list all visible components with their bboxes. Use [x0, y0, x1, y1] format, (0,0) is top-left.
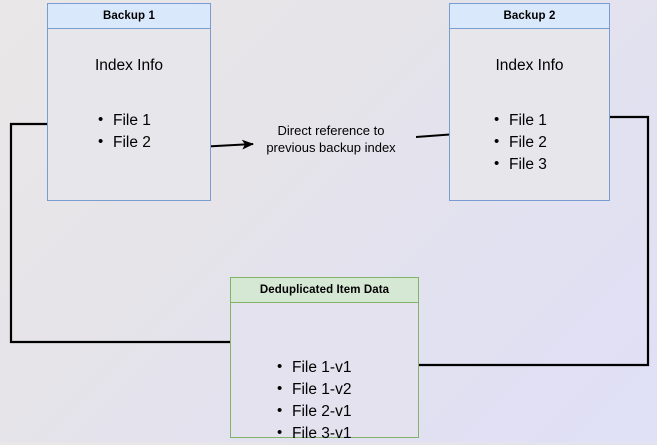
node-backup-1-header: Backup 1: [48, 4, 210, 29]
node-deduplicated-item-data[interactable]: Deduplicated Item Data File 1-v1 File 1-…: [230, 277, 419, 444]
annotation-line-1: Direct reference to: [277, 123, 385, 138]
node-backup-2-index-label: Index Info: [495, 57, 564, 74]
list-item: File 2-v1: [276, 400, 351, 423]
list-item: File 1-v2: [276, 378, 351, 401]
node-backup-2[interactable]: Backup 2 Index Info File 1 File 2 File 3: [449, 3, 610, 201]
node-deduplicated-item-data-body: File 1-v1 File 1-v2 File 2-v1 File 3-v1: [231, 303, 418, 444]
list-item: File 1-v1: [276, 356, 351, 379]
list-item: File 1: [97, 109, 151, 132]
annotation-direct-reference: Direct reference to previous backup inde…: [248, 122, 414, 156]
list-item: File 2: [493, 131, 547, 154]
list-item: File 3: [493, 153, 547, 176]
node-backup-2-body: Index Info File 1 File 2 File 3: [450, 29, 609, 200]
list-item: File 2: [97, 131, 151, 154]
node-backup-2-file-list: File 1 File 2 File 3: [493, 109, 547, 176]
node-backup-1[interactable]: Backup 1 Index Info File 1 File 2: [47, 3, 211, 201]
list-item: File 1: [493, 109, 547, 132]
list-item: File 3-v1: [276, 422, 351, 445]
node-backup-2-header: Backup 2: [450, 4, 609, 29]
annotation-line-2: previous backup index: [266, 140, 396, 155]
node-backup-1-file-list: File 1 File 2: [97, 109, 151, 154]
node-deduplicated-file-list: File 1-v1 File 1-v2 File 2-v1 File 3-v1: [276, 356, 351, 445]
node-deduplicated-item-data-header: Deduplicated Item Data: [231, 278, 418, 303]
node-backup-1-body: Index Info File 1 File 2: [48, 29, 210, 200]
node-backup-1-index-label: Index Info: [94, 57, 164, 74]
